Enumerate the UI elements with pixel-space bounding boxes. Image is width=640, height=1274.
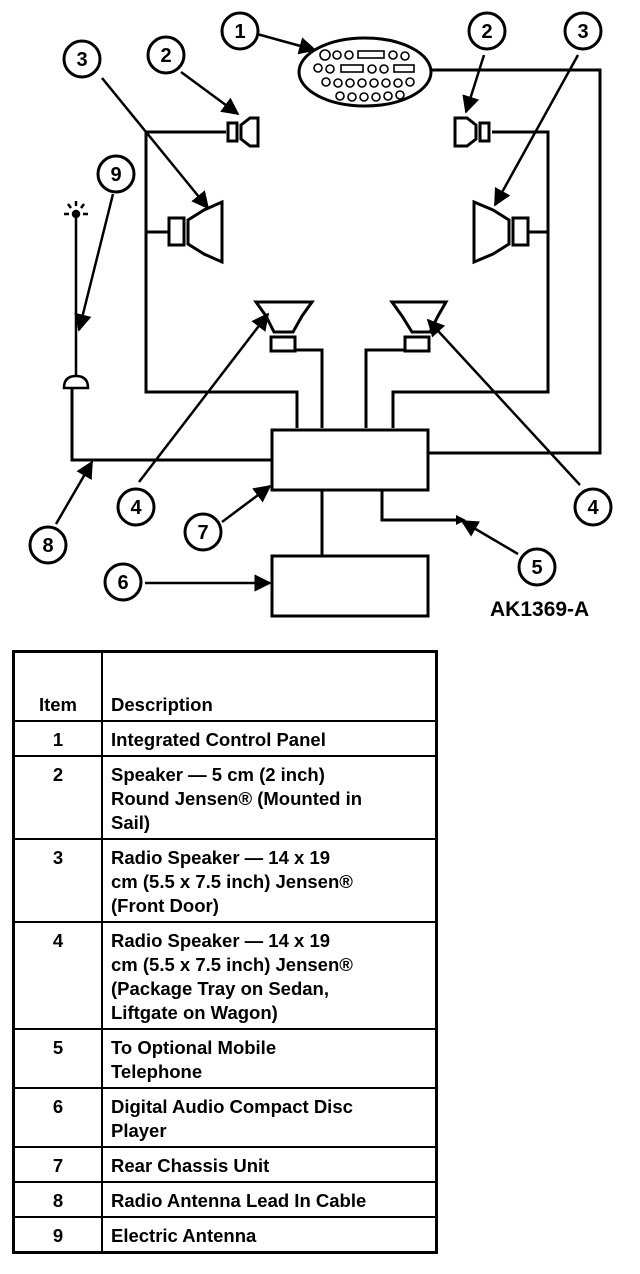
leader-3-left — [101, 77, 210, 210]
leader-8 — [54, 460, 94, 525]
wire-tray-left — [290, 348, 324, 428]
table-row: 7 Rear Chassis Unit — [12, 1146, 438, 1183]
description-line: Electric Antenna — [111, 1225, 257, 1246]
item-description: Rear Chassis Unit — [101, 1146, 438, 1183]
callout-4-left: 4 — [130, 497, 142, 519]
description-line: Integrated Control Panel — [111, 729, 326, 750]
item-number: 4 — [12, 921, 103, 1030]
leader-2-left — [180, 70, 240, 116]
description-line: (Package Tray on Sedan, — [111, 978, 329, 999]
item-description: Integrated Control Panel — [101, 720, 438, 757]
item-description: Electric Antenna — [101, 1216, 438, 1254]
leader-4-right — [426, 318, 581, 486]
description-line: Radio Speaker — 14 x 19 — [111, 847, 331, 868]
description-header: Description — [101, 650, 438, 722]
figure-id: AK1369-A — [490, 598, 590, 621]
leader-9 — [74, 193, 115, 332]
table-row: 9 Electric Antenna — [12, 1216, 438, 1254]
description-line: (Front Door) — [111, 895, 219, 916]
callout-8: 8 — [42, 535, 53, 557]
item-number: 8 — [12, 1181, 103, 1218]
item-number: 5 — [12, 1028, 103, 1089]
description-line: Player — [111, 1120, 167, 1141]
description-line: To Optional Mobile — [111, 1037, 277, 1058]
callout-2-right: 2 — [481, 21, 492, 43]
description-line: cm (5.5 x 7.5 inch) Jensen® — [111, 954, 353, 975]
wire-antenna — [70, 388, 272, 462]
sail-speaker-left — [226, 116, 260, 148]
phone-connector — [456, 515, 466, 525]
wire-phone — [380, 490, 458, 522]
door-speaker-left — [167, 199, 224, 265]
rear-chassis-unit — [270, 428, 430, 492]
wire-left-outer — [144, 130, 299, 428]
wire-right-outer — [391, 130, 550, 428]
leader-1 — [256, 32, 317, 55]
leader-5 — [460, 519, 519, 556]
item-number: 1 — [12, 720, 103, 757]
wiring-diagram: 1 2 2 3 3 4 4 5 6 7 8 9 — [28, 11, 613, 618]
item-header: Item — [12, 650, 103, 722]
control-panel — [297, 36, 433, 108]
electric-antenna — [62, 201, 90, 390]
legend-header-row: Item Description — [12, 650, 438, 722]
callout-3-left: 3 — [76, 49, 87, 71]
item-number: 2 — [12, 755, 103, 840]
callout-1: 1 — [234, 21, 245, 43]
table-row: 8 Radio Antenna Lead In Cable — [12, 1181, 438, 1218]
legend-table: Item Description 1 Integrated Control Pan… — [12, 650, 438, 1254]
wire-tray-right — [364, 348, 405, 428]
tray-speaker-left — [253, 300, 315, 353]
description-line: Radio Speaker — 14 x 19 — [111, 930, 331, 951]
item-number: 9 — [12, 1216, 103, 1254]
item-description: Speaker — 5 cm (2 inch) Round Jensen® (Mo… — [101, 755, 438, 840]
table-row: 2 Speaker — 5 cm (2 inch) Round Jensen® (M… — [12, 755, 438, 840]
description-line: cm (5.5 x 7.5 inch) Jensen® — [111, 871, 353, 892]
leader-4-left — [138, 312, 270, 483]
table-row: 1 Integrated Control Panel — [12, 720, 438, 757]
item-number: 3 — [12, 838, 103, 923]
wire-top-right — [428, 68, 602, 455]
sail-speaker-right — [453, 116, 491, 148]
description-line: Round Jensen® (Mounted in — [111, 788, 363, 809]
description-line: Speaker — 5 cm (2 inch) — [111, 764, 325, 785]
callout-2-left: 2 — [160, 45, 171, 67]
item-number: 6 — [12, 1087, 103, 1148]
description-line: Liftgate on Wagon) — [111, 1002, 278, 1023]
table-row: 4 Radio Speaker — 14 x 19 cm (5.5 x 7.5 in… — [12, 921, 438, 1030]
description-line: Radio Antenna Lead In Cable — [111, 1190, 367, 1211]
callout-4-right: 4 — [587, 497, 599, 519]
callout-6: 6 — [117, 572, 128, 594]
cd-player — [270, 554, 430, 618]
item-description: Radio Antenna Lead In Cable — [101, 1181, 438, 1218]
description-line: Telephone — [111, 1061, 203, 1082]
item-number: 7 — [12, 1146, 103, 1183]
item-description: Radio Speaker — 14 x 19 cm (5.5 x 7.5 inc… — [101, 921, 438, 1030]
door-speaker-right — [472, 199, 530, 265]
tray-speaker-right — [389, 300, 449, 353]
leader-2-right — [462, 54, 486, 114]
callout-5: 5 — [531, 557, 542, 579]
leader-7 — [221, 484, 272, 523]
table-row: 3 Radio Speaker — 14 x 19 cm (5.5 x 7.5 in… — [12, 838, 438, 923]
description-line: Digital Audio Compact Disc — [111, 1096, 353, 1117]
callout-3-right: 3 — [577, 21, 588, 43]
callout-9: 9 — [110, 164, 121, 186]
description-line: Rear Chassis Unit — [111, 1155, 270, 1176]
callout-7: 7 — [197, 522, 208, 544]
description-line: Sail) — [111, 812, 151, 833]
item-description: Radio Speaker — 14 x 19 cm (5.5 x 7.5 inc… — [101, 838, 438, 923]
leader-3-right — [493, 54, 580, 207]
